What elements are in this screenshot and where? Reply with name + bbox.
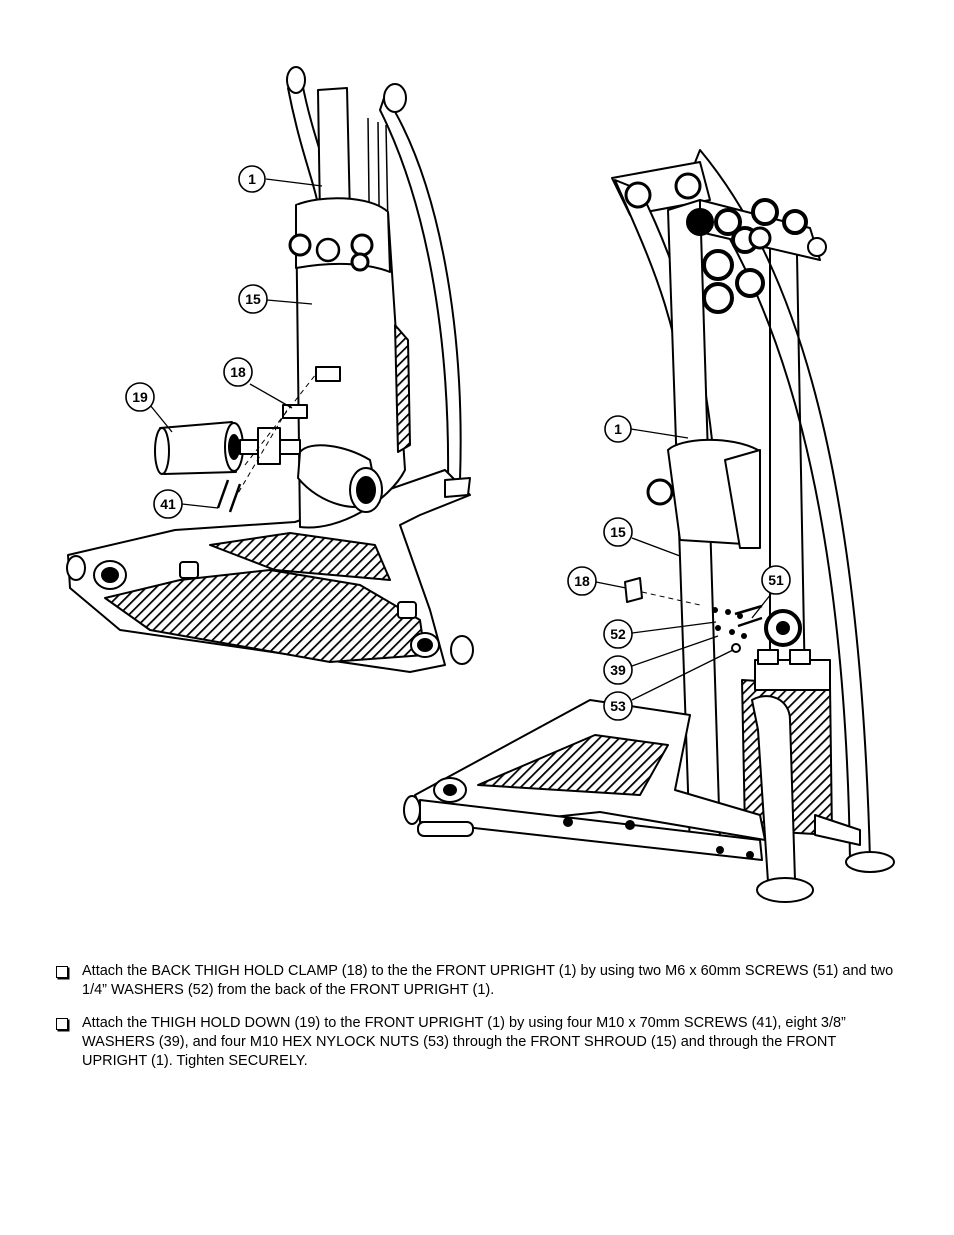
instruction-text: Attach the THIGH HOLD DOWN (19) to the F…	[82, 1015, 846, 1069]
callout-right-52: 52	[603, 619, 717, 649]
callout-label: 1	[248, 171, 256, 187]
callout-left-19: 19	[125, 382, 173, 433]
callout-label: 18	[574, 573, 590, 589]
callout-right-51: 51	[751, 565, 791, 619]
callout-label: 51	[768, 572, 784, 588]
instruction-list: Attach the BACK THIGH HOLD CLAMP (18) to…	[56, 962, 896, 1085]
callout-label: 15	[245, 291, 261, 307]
instruction-text: Attach the BACK THIGH HOLD CLAMP (18) to…	[82, 963, 894, 998]
callout-label: 52	[610, 626, 626, 642]
right-assembly-drawing	[403, 149, 895, 903]
callout-label: 1	[614, 421, 622, 437]
callout-label: 15	[610, 524, 626, 540]
instruction-step: Attach the THIGH HOLD DOWN (19) to the F…	[56, 1014, 896, 1071]
callout-left-15: 15	[238, 284, 313, 314]
right-callouts: 1 15 18 51 52 39 53	[567, 415, 791, 721]
left-assembly-drawing	[66, 66, 474, 673]
callout-label: 18	[230, 364, 246, 380]
callout-label: 19	[132, 389, 148, 405]
callout-right-18: 18	[567, 566, 627, 596]
callout-right-39: 39	[603, 635, 719, 685]
callout-label: 39	[610, 662, 626, 678]
callout-right-15: 15	[603, 517, 681, 557]
assembly-diagram: 1 15 18 19 41 1	[66, 66, 895, 903]
callout-right-1: 1	[604, 415, 689, 443]
callout-label: 53	[610, 698, 626, 714]
callout-label: 41	[160, 496, 176, 512]
instruction-step: Attach the BACK THIGH HOLD CLAMP (18) to…	[56, 962, 896, 1000]
left-callouts: 1 15 18 19 41	[125, 165, 323, 519]
checkbox-icon	[56, 1018, 68, 1030]
callout-left-1: 1	[238, 165, 323, 193]
checkbox-icon	[56, 966, 68, 978]
callout-left-18: 18	[223, 357, 293, 409]
callout-left-41: 41	[153, 489, 219, 519]
callout-right-53: 53	[603, 649, 734, 721]
